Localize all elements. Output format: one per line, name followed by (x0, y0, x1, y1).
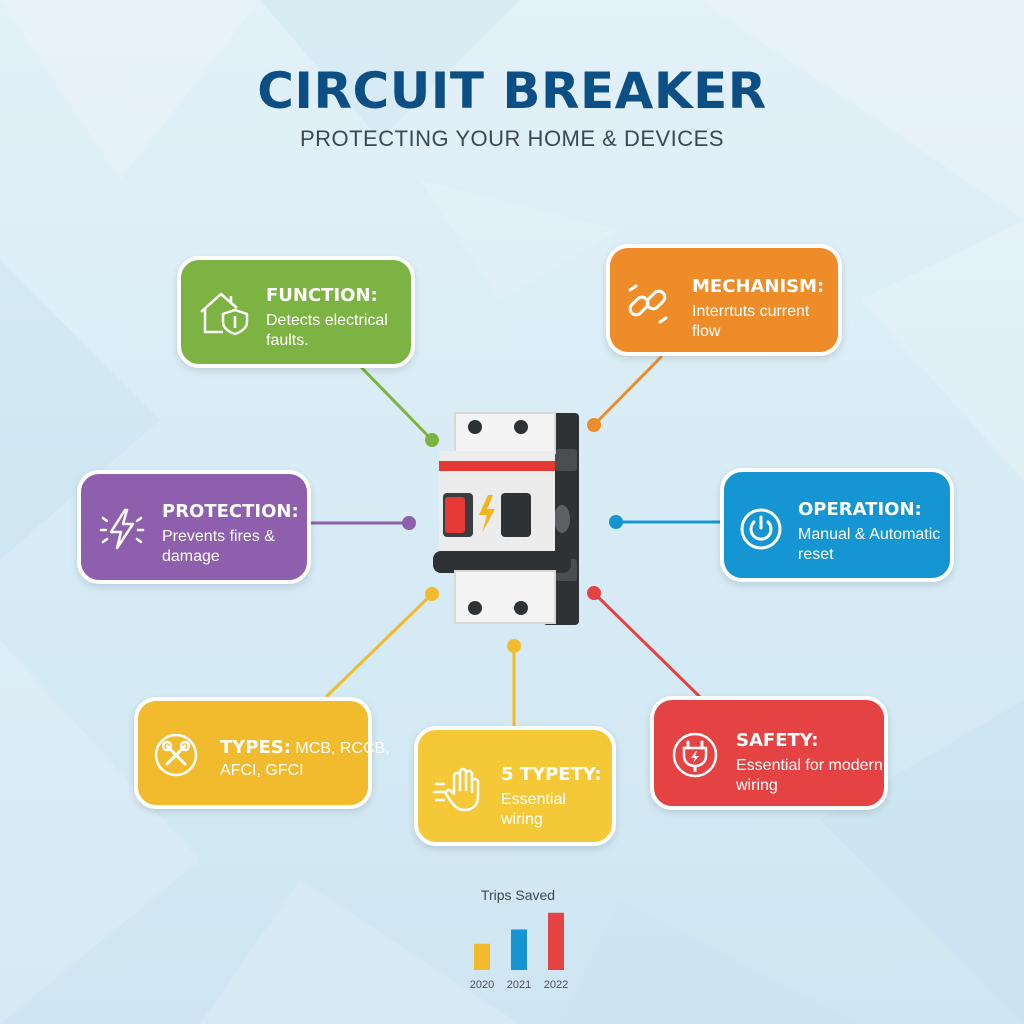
wrench-screwdriver-icon (154, 733, 198, 777)
chart-title: Trips Saved (481, 887, 555, 903)
safety-heading: SAFETY: (736, 730, 819, 751)
connector-mechanism (592, 354, 664, 427)
card-operation: OPERATION: Manual & Automatic reset (720, 468, 954, 582)
bar-2020 (474, 943, 490, 970)
connector-dot-operation (609, 515, 623, 529)
bar-2021 (511, 929, 527, 970)
connector-dot-safety (587, 586, 601, 600)
page-subtitle: PROTECTING YOUR HOME & DEVICES (299, 126, 725, 151)
tick-label-2022: 2022 (544, 979, 568, 991)
connector-dot-protection (402, 516, 416, 530)
trips-saved-chart: Trips Saved 2020 2021 2022 (470, 887, 568, 991)
safety-body: Essential for modern wiring (736, 757, 883, 794)
house-shield-icon (200, 292, 249, 336)
connector-function (358, 364, 434, 442)
mechanism-body: Interrtuts current flow (692, 303, 810, 340)
protection-heading: PROTECTION: (162, 501, 299, 522)
chain-link-icon (628, 284, 668, 324)
bar-2022 (548, 912, 564, 970)
hand-icon (432, 767, 480, 812)
connector-safety (592, 591, 702, 699)
circuit-breaker-icon (433, 412, 579, 625)
card-typety: 5 TYPETY: Essential wiring (414, 726, 616, 846)
tick-label-2020: 2020 (470, 979, 494, 991)
types-body: AFCI, GFCI (220, 762, 304, 779)
types-heading: TYPES: (220, 737, 291, 758)
tick-label-2021: 2021 (507, 979, 531, 991)
card-types: TYPES: MCB, RCCB, AFCI, GFCI (134, 697, 390, 809)
connector-dot-typety (507, 639, 521, 653)
connector-dot-mechanism (587, 418, 601, 432)
lightning-burst-icon (99, 508, 145, 550)
page-title: CIRCUIT BREAKER (257, 62, 767, 120)
types-inline-body: MCB, RCCB, (295, 740, 390, 757)
operation-heading: OPERATION: (798, 499, 922, 520)
mechanism-heading: MECHANISM: (692, 276, 825, 297)
connector-dot-function (425, 433, 439, 447)
function-body: Detects electrical faults. (266, 312, 388, 349)
typety-heading: 5 TYPETY: (501, 764, 602, 785)
operation-body: Manual & Automatic reset (798, 526, 941, 563)
protection-body: Prevents fires & damage (162, 528, 275, 565)
card-safety: SAFETY: Essential for modern wiring (650, 696, 888, 810)
power-icon (740, 508, 782, 550)
typety-body: Essential wiring (501, 791, 566, 828)
card-function: FUNCTION: Detects electrical faults. (177, 256, 415, 368)
function-heading: FUNCTION: (266, 285, 378, 306)
plug-icon (672, 732, 718, 778)
card-protection: PROTECTION: Prevents fires & damage (77, 470, 311, 584)
types-first-line: TYPES: MCB, RCCB, (220, 737, 390, 758)
connector-dot-types (425, 587, 439, 601)
connector-types (324, 592, 434, 699)
card-mechanism: MECHANISM: Interrtuts current flow (606, 244, 842, 356)
